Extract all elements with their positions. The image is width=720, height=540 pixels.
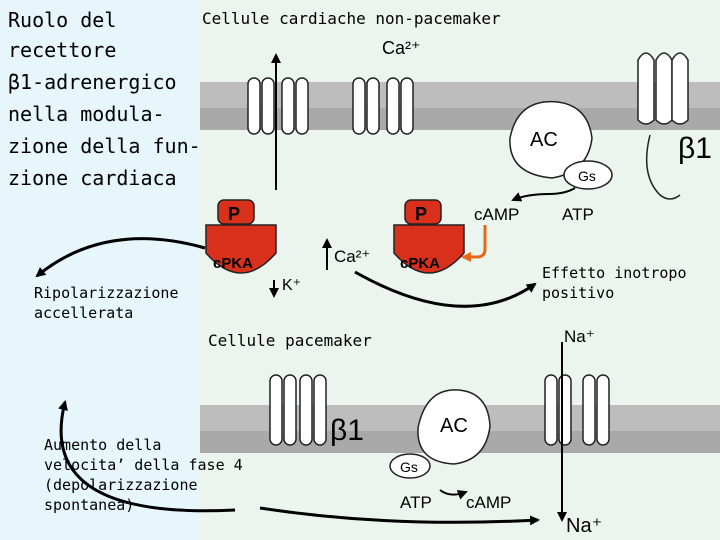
annotation-ripolarizzazione-2: accellerata: [34, 304, 134, 322]
label-p2: P: [415, 204, 427, 224]
label-camp-bottom: cAMP: [466, 493, 511, 512]
label-camp-top: cAMP: [474, 205, 519, 224]
title-line-2: recettore: [8, 38, 117, 62]
label-na-bottom: Na⁺: [566, 515, 602, 537]
beta-receptor-top: [637, 52, 689, 200]
title-line-6: zione cardiaca: [8, 166, 177, 190]
pka-complex-right: [393, 199, 465, 274]
atp-camp-bottom-arrow: [439, 489, 468, 500]
title-line-3: β1-adrenergico: [8, 70, 177, 94]
camp-pka-arrow: [461, 225, 487, 262]
label-cpka2: cPKA: [400, 255, 440, 272]
aumento-arrow: [58, 400, 236, 513]
atp-camp-arrow: [511, 187, 576, 202]
annotation-effetto-1: Effetto inotropo: [542, 264, 687, 282]
gs-protein-top: [563, 160, 613, 190]
inotropo-arrow: [354, 270, 537, 308]
annotation-effetto-2: positivo: [542, 284, 615, 302]
label-beta-top: β1: [678, 132, 712, 165]
annotation-aumento-4: spontanea): [44, 496, 135, 514]
pka-complex-left: [205, 199, 277, 274]
ripolarizzazione-arrow: [35, 237, 206, 278]
adenylyl-cyclase-bottom: [417, 389, 491, 465]
left-panel: [0, 0, 200, 540]
label-na-top: Na⁺: [564, 327, 595, 346]
section-pacemaker: Cellule pacemaker: [208, 331, 372, 350]
label-atp-bottom: ATP: [400, 493, 432, 512]
channel-sodium: [544, 374, 610, 446]
label-ac-top: AC: [530, 129, 558, 151]
section-non-pacemaker: Cellule cardiache non-pacemaker: [202, 9, 501, 28]
title-line-4: nella modula-: [8, 102, 165, 126]
channel-potassium: [247, 77, 309, 135]
label-p1: P: [228, 204, 240, 224]
title-line-1: Ruolo del: [8, 8, 117, 32]
na-arrow-link: [259, 506, 540, 526]
label-gs-bottom: Gs: [400, 459, 418, 475]
title-line-5: zione della fun-: [8, 134, 201, 158]
channel-pacemaker-left: [269, 374, 327, 446]
label-gs-top: Gs: [578, 168, 596, 184]
label-atp-top: ATP: [562, 205, 594, 224]
annotation-aumento-1: Aumento della: [44, 436, 162, 454]
label-ca-mid: Ca²⁺: [334, 247, 370, 266]
annotation-aumento-3: (depolarizzazione: [44, 476, 198, 494]
annotation-aumento-2: velocita’ della fase 4: [44, 456, 243, 474]
label-ac-bottom: AC: [440, 415, 468, 437]
membrane-top-inner: [200, 108, 720, 130]
adenylyl-cyclase-top: [509, 100, 593, 179]
label-k: K⁺: [282, 277, 301, 294]
label-cpka1: cPKA: [213, 255, 253, 272]
annotation-ripolarizzazione-1: Ripolarizzazione: [34, 284, 179, 302]
channel-calcium: [352, 77, 414, 135]
label-ca-top: Ca²⁺: [382, 38, 421, 58]
gs-protein-bottom: [389, 453, 431, 479]
label-beta-bottom: β1: [330, 414, 364, 447]
